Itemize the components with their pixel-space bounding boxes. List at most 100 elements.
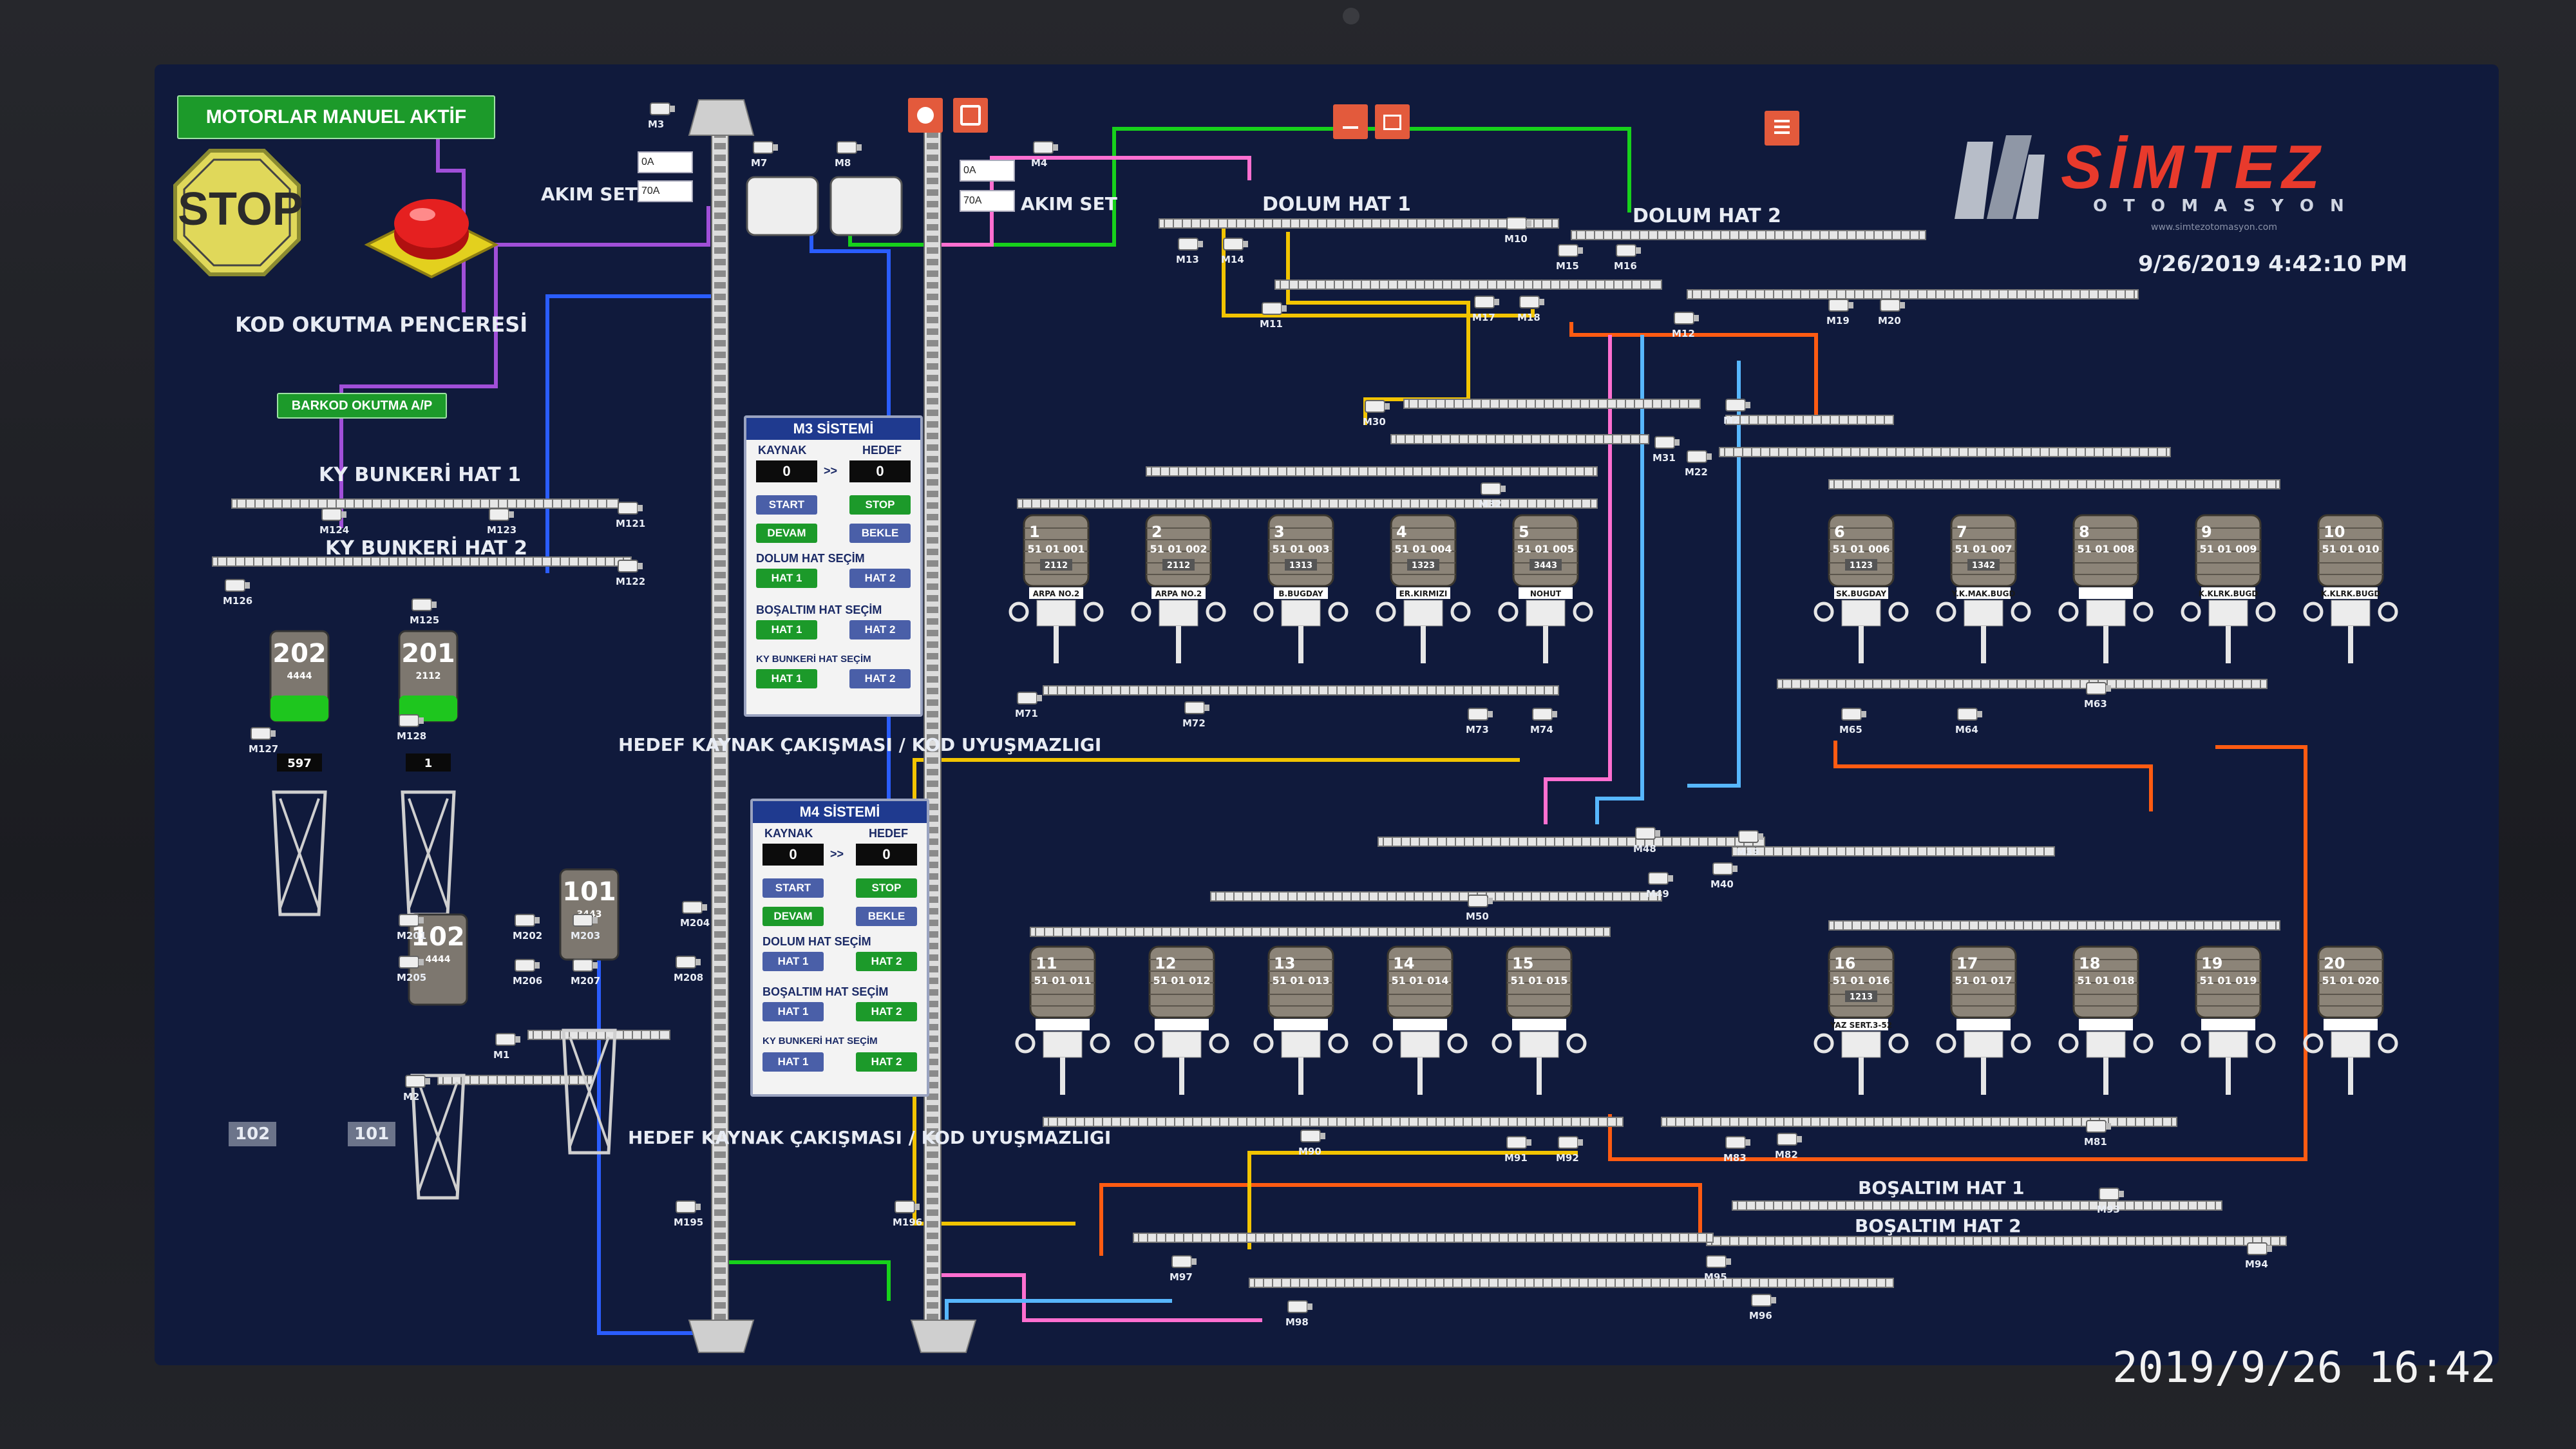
motor-body [1828,299,1849,312]
m4-ky-hat1-button[interactable]: HAT 1 [762,1052,824,1072]
m3-bosaltim-hat2-button[interactable]: HAT 2 [849,620,911,639]
silo-right-top-6 [1814,514,1909,663]
current-value-right-2[interactable]: 70A [960,190,1015,212]
motor-m201-icon [399,914,424,927]
m3-ky-hat1-button[interactable]: HAT 1 [756,669,817,688]
elevator-bucket [714,270,726,277]
emergency-stop-icon[interactable] [361,184,502,280]
elevator-bucket [927,873,938,880]
motor-m208-icon [676,956,701,969]
elevator-bucket [927,317,938,323]
settings-button[interactable] [953,98,988,133]
silo-name-box [2324,587,2378,599]
m3-ky-hat2-button[interactable]: HAT 2 [849,669,911,688]
conveyor-belt [1274,279,1662,290]
silo-number: 17 [1956,954,1978,972]
motor-m11-icon [1262,302,1287,315]
silo-number: 15 [1512,954,1533,972]
motor-shaft [702,904,707,911]
m4-stop-button[interactable]: STOP [856,878,917,898]
m3-devam-button[interactable]: DEVAM [756,524,817,543]
elevator-bucket [927,166,938,173]
elevator-bucket [714,294,726,300]
silo-valve-right [2011,601,2031,622]
silo-top-2 [1131,514,1226,663]
current-value-left-1[interactable]: 0A [638,151,693,173]
m3-panel-title: M3 SİSTEMİ [746,418,920,440]
conveyor-belt [1777,679,2268,689]
silo-valve-right [1447,1033,1468,1054]
m3-dolum-secim-label: DOLUM HAT SEÇİM [756,552,865,565]
motor-shaft [2106,685,2111,692]
motor-m10-icon [1506,217,1531,230]
m4-bekle-button[interactable]: BEKLE [856,907,917,926]
stop-button[interactable]: STOP [173,148,303,277]
elevator-bucket [927,896,938,903]
m4-bosaltim-hat1-button[interactable]: HAT 1 [762,1002,824,1021]
motor-body [515,959,535,972]
elevator-bucket [927,398,938,404]
elevator-bucket [714,618,726,625]
m3-dolum-hat2-button[interactable]: HAT 2 [849,569,911,588]
motor-shaft [1494,299,1499,305]
elevator-bucket [927,560,938,567]
silo-code: 51 01 019 [2199,974,2257,987]
elevator-bucket [714,386,726,393]
motor-m91-icon [1506,1136,1531,1149]
silo-valve-left [1814,601,1834,622]
silo-code: 51 01 007 [1955,543,2012,555]
motor-m205-icon [399,956,424,969]
m4-kaynak-label: KAYNAK [764,827,813,840]
m3-dolum-hat1-button[interactable]: HAT 1 [756,569,817,588]
m4-ky-hat2-button[interactable]: HAT 2 [856,1052,917,1072]
motor-label-m16: M16 [1614,260,1637,272]
silo-valve-right [1888,1033,1909,1054]
m3-stop-button[interactable]: STOP [849,495,911,515]
m4-start-button[interactable]: START [762,878,824,898]
elevator-bucket [927,653,938,659]
motor-body [618,560,638,573]
elevator-bucket [714,1070,726,1077]
silo-right-bottom-19 [2181,945,2276,1095]
silo-valve-right [2378,1033,2398,1054]
m4-bosaltim-hat2-button[interactable]: HAT 2 [856,1002,917,1021]
silo-number: 16 [1834,954,1855,972]
motor-body [1648,872,1669,885]
silo-number: 1 [1029,523,1040,541]
current-value-left-2[interactable]: 70A [638,180,693,202]
conveyor-bosaltim-1 [1732,1200,2222,1211]
silo-number: 14 [1393,954,1414,972]
silo-name: ARPA NO.2 [1155,589,1202,598]
bottom-bunker-101-label: 101 [348,1122,396,1146]
m3-start-button[interactable]: START [756,495,817,515]
elevator-bucket [714,1221,726,1227]
motor-label-m124: M124 [319,524,349,536]
silo-code: 51 01 003 [1272,543,1329,555]
silo-name-box [1519,587,1573,599]
elevator-bucket [714,514,726,520]
motor-label-m196: M196 [893,1217,922,1228]
elevator-bucket [714,699,726,706]
elevator-bucket [927,491,938,497]
menu-button[interactable] [1765,111,1799,146]
record-button[interactable] [908,98,943,133]
minimize-button[interactable] [1333,104,1368,139]
m3-bosaltim-hat1-button[interactable]: HAT 1 [756,620,817,639]
bunker-frame [272,790,327,916]
elevator-bucket [927,1140,938,1146]
elevator-bucket [714,676,726,683]
m4-dolum-hat2-button[interactable]: HAT 2 [856,952,917,971]
current-value-right-1[interactable]: 0A [960,160,1015,182]
m4-dolum-hat1-button[interactable]: HAT 1 [762,952,824,971]
elevator-bucket [927,201,938,207]
restore-button[interactable] [1375,104,1410,139]
conveyor-belt [1043,1117,1624,1127]
motor-shaft [535,962,540,969]
m4-devam-button[interactable]: DEVAM [762,907,824,926]
motor-shaft [696,1204,701,1210]
m3-bekle-button[interactable]: BEKLE [849,524,911,543]
elevator-bucket [927,1314,938,1320]
silo-name-box [1274,1019,1328,1030]
barcode-toggle-button[interactable]: BARKOD OKUTMA A/P [277,393,447,419]
motor-label-m125: M125 [410,614,439,626]
